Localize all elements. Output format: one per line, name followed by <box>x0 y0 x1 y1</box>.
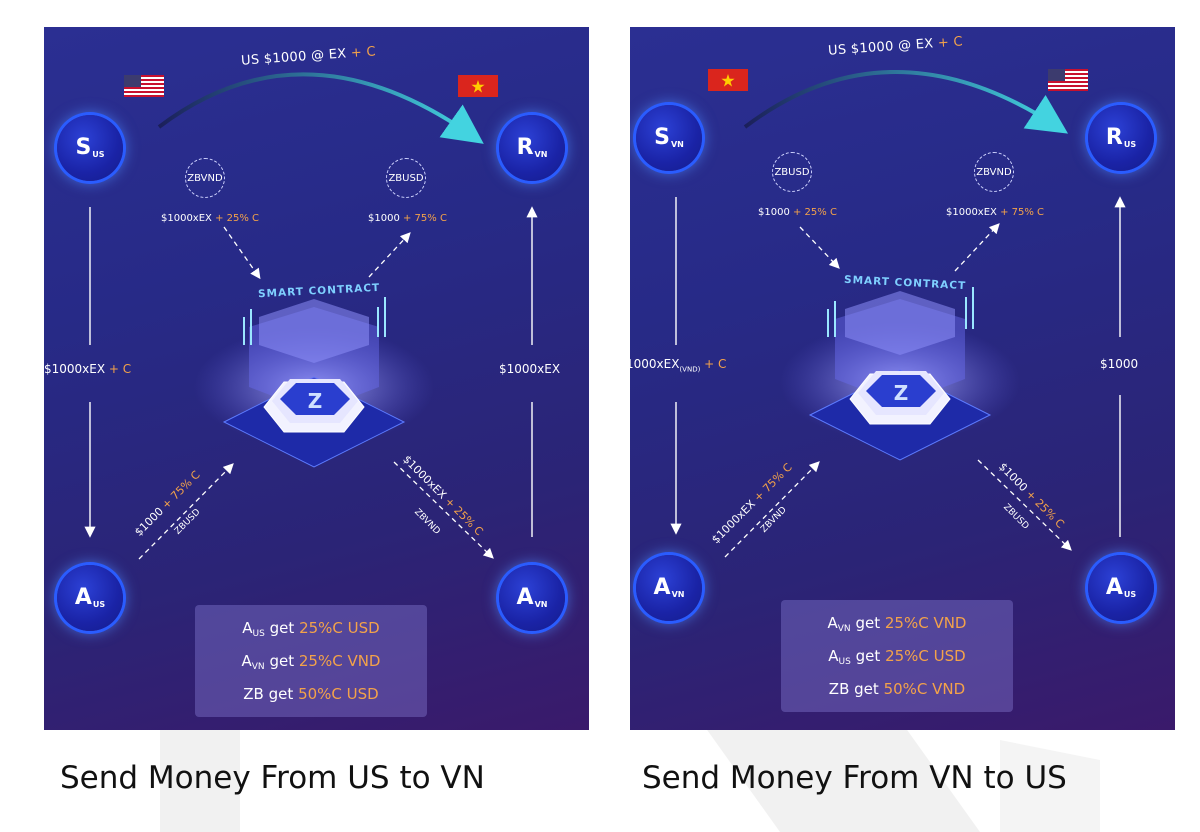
summary-row: AVN get 25%C VND <box>241 651 381 672</box>
flow-arrows: Z <box>84 72 538 560</box>
us-flag-icon <box>124 75 164 97</box>
summary-row: AUS get 25%C USD <box>242 618 380 639</box>
right-flow-label: $1000xEX <box>499 362 561 376</box>
vn-flag-icon <box>708 69 748 91</box>
caption-vn-to-us: Send Money From VN to US <box>642 760 1067 796</box>
zb-token-right: ZBUSD <box>386 158 426 198</box>
svg-text:Z: Z <box>894 381 909 405</box>
us-flag-icon <box>1048 69 1088 91</box>
caption-us-to-vn: Send Money From US to VN <box>60 760 485 796</box>
offer-right-label: $1000xEX + 75% C <box>946 207 1045 218</box>
offer-left-label: $1000 + 25% C <box>758 207 837 218</box>
zb-token-left: ZBVND <box>185 158 225 198</box>
offer-left-label: $1000xEX + 25% C <box>161 213 260 224</box>
summary-row: AVN get 25%C VND <box>827 613 967 634</box>
zb-token-right: ZBVND <box>974 152 1014 192</box>
summary-row: ZB get 50%C USD <box>243 684 379 703</box>
smart-contract-graphic: Z <box>194 297 434 468</box>
vn-flag-icon <box>458 75 498 97</box>
summary-box: AVN get 25%C VND AUS get 25%C USD ZB get… <box>781 600 1013 712</box>
left-flow-label: 1000xEX(VND) + C <box>630 357 727 374</box>
zb-token-left: ZBUSD <box>772 152 812 192</box>
arc-arrow <box>157 72 484 144</box>
summary-box: AUS get 25%C USD AVN get 25%C VND ZB get… <box>195 605 427 717</box>
flow-arrows: Z <box>670 70 1126 558</box>
svg-text:Z: Z <box>308 389 323 413</box>
summary-row: ZB get 50%C VND <box>828 679 966 698</box>
right-flow-label: $1000 <box>1100 357 1139 371</box>
summary-row: AUS get 25%C USD <box>828 646 966 667</box>
left-flow-label: $1000xEX + C <box>44 362 132 376</box>
offer-right-label: $1000 + 75% C <box>368 213 447 224</box>
